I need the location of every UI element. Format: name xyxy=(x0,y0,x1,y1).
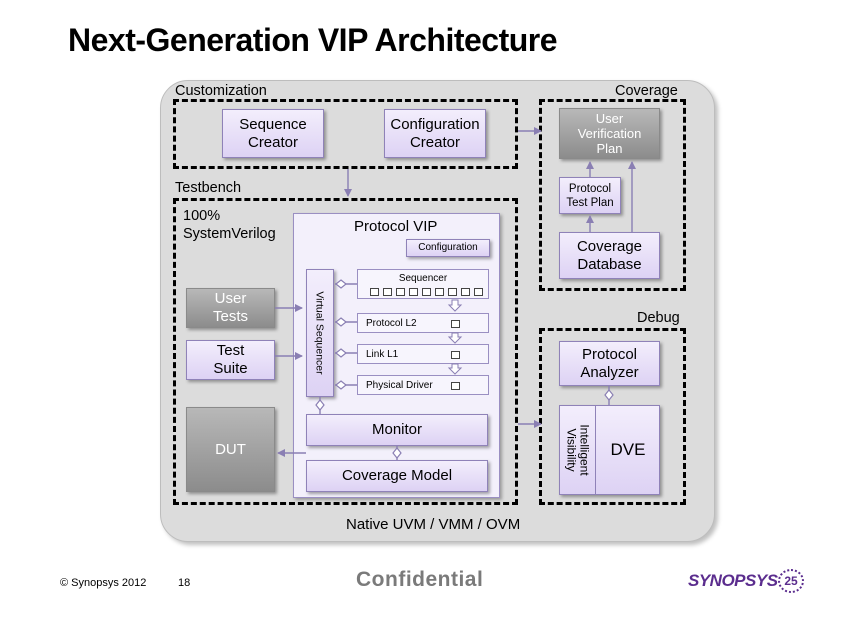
test-suite-box: Test Suite xyxy=(186,340,275,380)
user-tests-box: User Tests xyxy=(186,288,275,328)
sequencer-box: Sequencer xyxy=(357,269,489,299)
dve-box: DVE xyxy=(610,440,646,459)
page-number: 18 xyxy=(178,577,191,589)
item-icon xyxy=(409,288,418,296)
intelligent-visibility-box: Intelligent Visibility xyxy=(560,406,596,494)
item-icon xyxy=(451,382,460,390)
coverage-region xyxy=(539,99,686,291)
coverage-database-box: Coverage Database xyxy=(559,232,660,279)
language-note: 100% SystemVerilog xyxy=(183,208,276,242)
user-verification-plan-box: User Verification Plan xyxy=(559,108,660,159)
link-l1-box: Link L1 xyxy=(357,344,489,364)
protocol-test-plan-box: Protocol Test Plan xyxy=(559,177,621,214)
customization-label: Customization xyxy=(175,83,267,99)
protocol-l2-label: Protocol L2 xyxy=(366,317,417,329)
item-icon xyxy=(435,288,444,296)
item-icon xyxy=(461,288,470,296)
virtual-sequencer-box: Virtual Sequencer xyxy=(306,269,334,397)
customization-region xyxy=(173,99,518,169)
item-icon xyxy=(474,288,483,296)
testbench-label: Testbench xyxy=(175,180,242,196)
anniversary-badge: 25 xyxy=(778,569,804,593)
coverage-model-box: Coverage Model xyxy=(306,460,488,492)
testbench-region xyxy=(173,198,518,505)
sequencer-label: Sequencer xyxy=(398,273,448,284)
item-icon xyxy=(396,288,405,296)
slide-title: Next-Generation VIP Architecture xyxy=(68,22,558,58)
dut-box: DUT xyxy=(186,407,275,492)
debug-region xyxy=(539,328,686,505)
physical-driver-label: Physical Driver xyxy=(366,379,433,391)
coverage-label: Coverage xyxy=(615,83,678,99)
debug-label: Debug xyxy=(637,310,680,326)
item-icon xyxy=(370,288,379,296)
protocol-l2-box: Protocol L2 xyxy=(357,313,489,333)
item-icon xyxy=(448,288,457,296)
item-icon xyxy=(422,288,431,296)
synopsys-logo: SYNOPSYS xyxy=(688,571,778,590)
confidential-label: Confidential xyxy=(356,568,484,591)
item-icon xyxy=(383,288,392,296)
monitor-box: Monitor xyxy=(306,414,488,446)
link-l1-label: Link L1 xyxy=(366,348,399,360)
protocol-vip-label: Protocol VIP xyxy=(354,218,438,235)
item-icon xyxy=(451,320,460,328)
bottom-label: Native UVM / VMM / OVM xyxy=(346,516,521,533)
configuration-creator-box: Configuration Creator xyxy=(384,109,486,158)
debug-tools-box xyxy=(559,405,660,495)
physical-driver-box: Physical Driver xyxy=(357,375,489,395)
configuration-box: Configuration xyxy=(406,239,490,257)
item-icon xyxy=(451,351,460,359)
protocol-analyzer-box: Protocol Analyzer xyxy=(559,341,660,386)
copyright-text: © Synopsys 2012 xyxy=(60,577,147,589)
sequence-creator-box: Sequence Creator xyxy=(222,109,324,158)
